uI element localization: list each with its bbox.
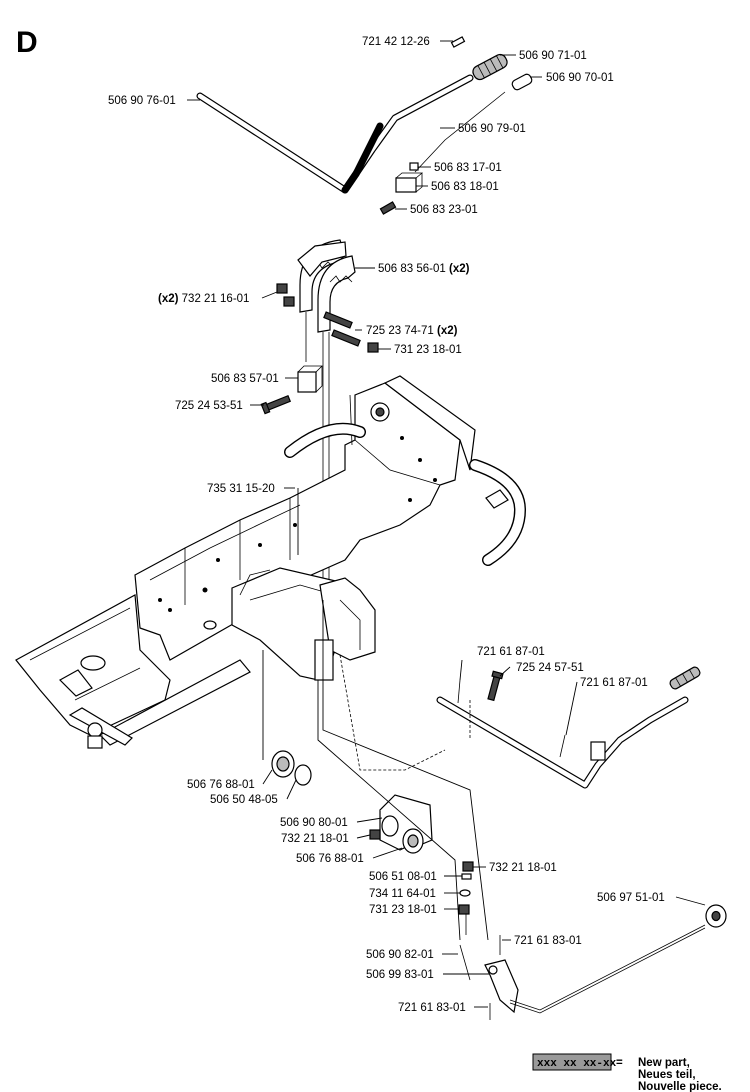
part-label-p24: 732 21 18-01 [489, 862, 557, 874]
part-label-p26: 734 11 64-01 [369, 888, 436, 900]
part-label-p19: 506 76 88-01 [187, 779, 255, 791]
routing-lines [262, 600, 489, 941]
part-label-p7: 506 83 18-01 [431, 181, 499, 193]
leader-lines [187, 40, 706, 1008]
part-label-p12: 731 23 18-01 [394, 344, 462, 356]
part-label-p31: 506 99 83-01 [366, 969, 434, 981]
frame-chassis [15, 375, 527, 749]
part-label-p21: 506 90 80-01 [280, 817, 348, 829]
part-label-p27: 731 23 18-01 [369, 904, 437, 916]
part-label-p18: 721 61 87-01 [580, 677, 648, 689]
part-label-p10: (x2) 732 21 16-01 [158, 293, 249, 305]
part-label-p29: 721 61 83-01 [514, 935, 582, 947]
part-label-p8: 506 83 23-01 [410, 204, 478, 216]
part-label-p23: 506 76 88-01 [296, 853, 364, 865]
legend-line-3: Nouvelle piece. [638, 1081, 722, 1092]
legend-sample-box [532, 1053, 612, 1071]
part-label-p25: 506 51 08-01 [369, 871, 437, 883]
part-label-p2: 506 90 71-01 [519, 50, 587, 62]
new-part-legend: xxx xx xx-xx = New part, Neues teil, Nou… [532, 1053, 722, 1092]
part-label-p22: 732 21 18-01 [281, 833, 349, 845]
part-label-p4: 506 90 76-01 [108, 95, 176, 107]
part-label-p32: 721 61 83-01 [398, 1002, 466, 1014]
part-label-p13: 506 83 57-01 [211, 373, 279, 385]
legend-sample-text: xxx xx xx-xx [537, 1058, 617, 1070]
lower-linkage [458, 861, 727, 1020]
part-label-p20: 506 50 48-05 [210, 794, 278, 806]
part-label-p5: 506 90 79-01 [458, 123, 526, 135]
lower-lever [436, 666, 701, 789]
legend-line-1: New part, [638, 1057, 690, 1069]
part-label-p15: 735 31 15-20 [207, 483, 275, 495]
part-label-p3: 506 90 70-01 [546, 72, 614, 84]
part-label-p17: 725 24 57-51 [516, 662, 584, 674]
part-labels: 721 42 12-26 506 90 71-01 506 90 70-01 5… [108, 36, 665, 1014]
upper-lever-assembly [196, 36, 533, 215]
legend-line-2: Neues teil, [638, 1069, 696, 1081]
part-label-p28: 506 97 51-01 [597, 892, 665, 904]
part-label-p1: 721 42 12-26 [362, 36, 430, 48]
part-label-p30: 506 90 82-01 [366, 949, 434, 961]
legend-equals: = [616, 1057, 623, 1069]
part-label-p16: 721 61 87-01 [477, 646, 545, 658]
guide-block [260, 365, 323, 415]
part-label-p6: 506 83 17-01 [434, 162, 502, 174]
part-label-p14: 725 24 53-51 [175, 400, 243, 412]
pivot-bracket [271, 750, 433, 854]
part-label-p11: 725 23 74-71 (x2) [366, 325, 458, 337]
part-label-p9: 506 83 56-01 (x2) [378, 263, 470, 275]
section-letter: D [16, 26, 38, 59]
